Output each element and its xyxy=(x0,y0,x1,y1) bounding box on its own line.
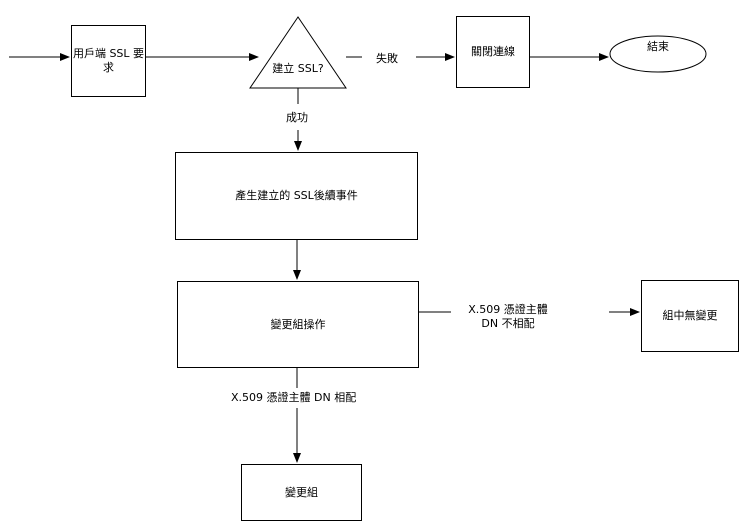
post-ssl-event-node: 產生建立的 SSL後續事件 xyxy=(175,152,418,240)
client-request-line-2: SSL 要求 xyxy=(103,47,145,74)
ssl-decision-triangle xyxy=(249,16,347,89)
group-no-change-node: 組中無變更 xyxy=(641,280,739,352)
fail-edge-label: 失敗 xyxy=(376,52,398,66)
post-ssl-event-label: 產生建立的 SSL後續事件 xyxy=(235,189,358,202)
end-label: 結束 xyxy=(647,40,669,53)
ssl-decision-label: 建立 SSL? xyxy=(272,62,324,75)
group-change-operation-node: 變更組操作 xyxy=(177,281,419,368)
change-group-node: 變更組 xyxy=(241,464,362,521)
client-request-line-1: 用戶端 xyxy=(72,47,106,60)
close-connection-label: 關閉連線 xyxy=(471,45,515,58)
subject-dn-mismatch-line-1: X.509 憑證主體 xyxy=(468,303,548,316)
end-terminal-ellipse xyxy=(609,35,707,73)
success-edge-label: 成功 xyxy=(286,111,308,125)
client-ssl-request-node: 用戶端 SSL 要求 xyxy=(71,25,146,97)
subject-dn-mismatch-line-2: DN 不相配 xyxy=(481,317,535,330)
subject-dn-mismatch-label: X.509 憑證主體 DN 不相配 xyxy=(462,303,554,331)
close-connection-node: 關閉連線 xyxy=(456,16,530,88)
group-change-operation-label: 變更組操作 xyxy=(270,317,326,331)
subject-dn-match-label: X.509 憑證主體 DN 相配 xyxy=(231,391,357,405)
group-no-change-label: 組中無變更 xyxy=(662,309,718,322)
change-group-label: 變更組 xyxy=(285,485,318,499)
